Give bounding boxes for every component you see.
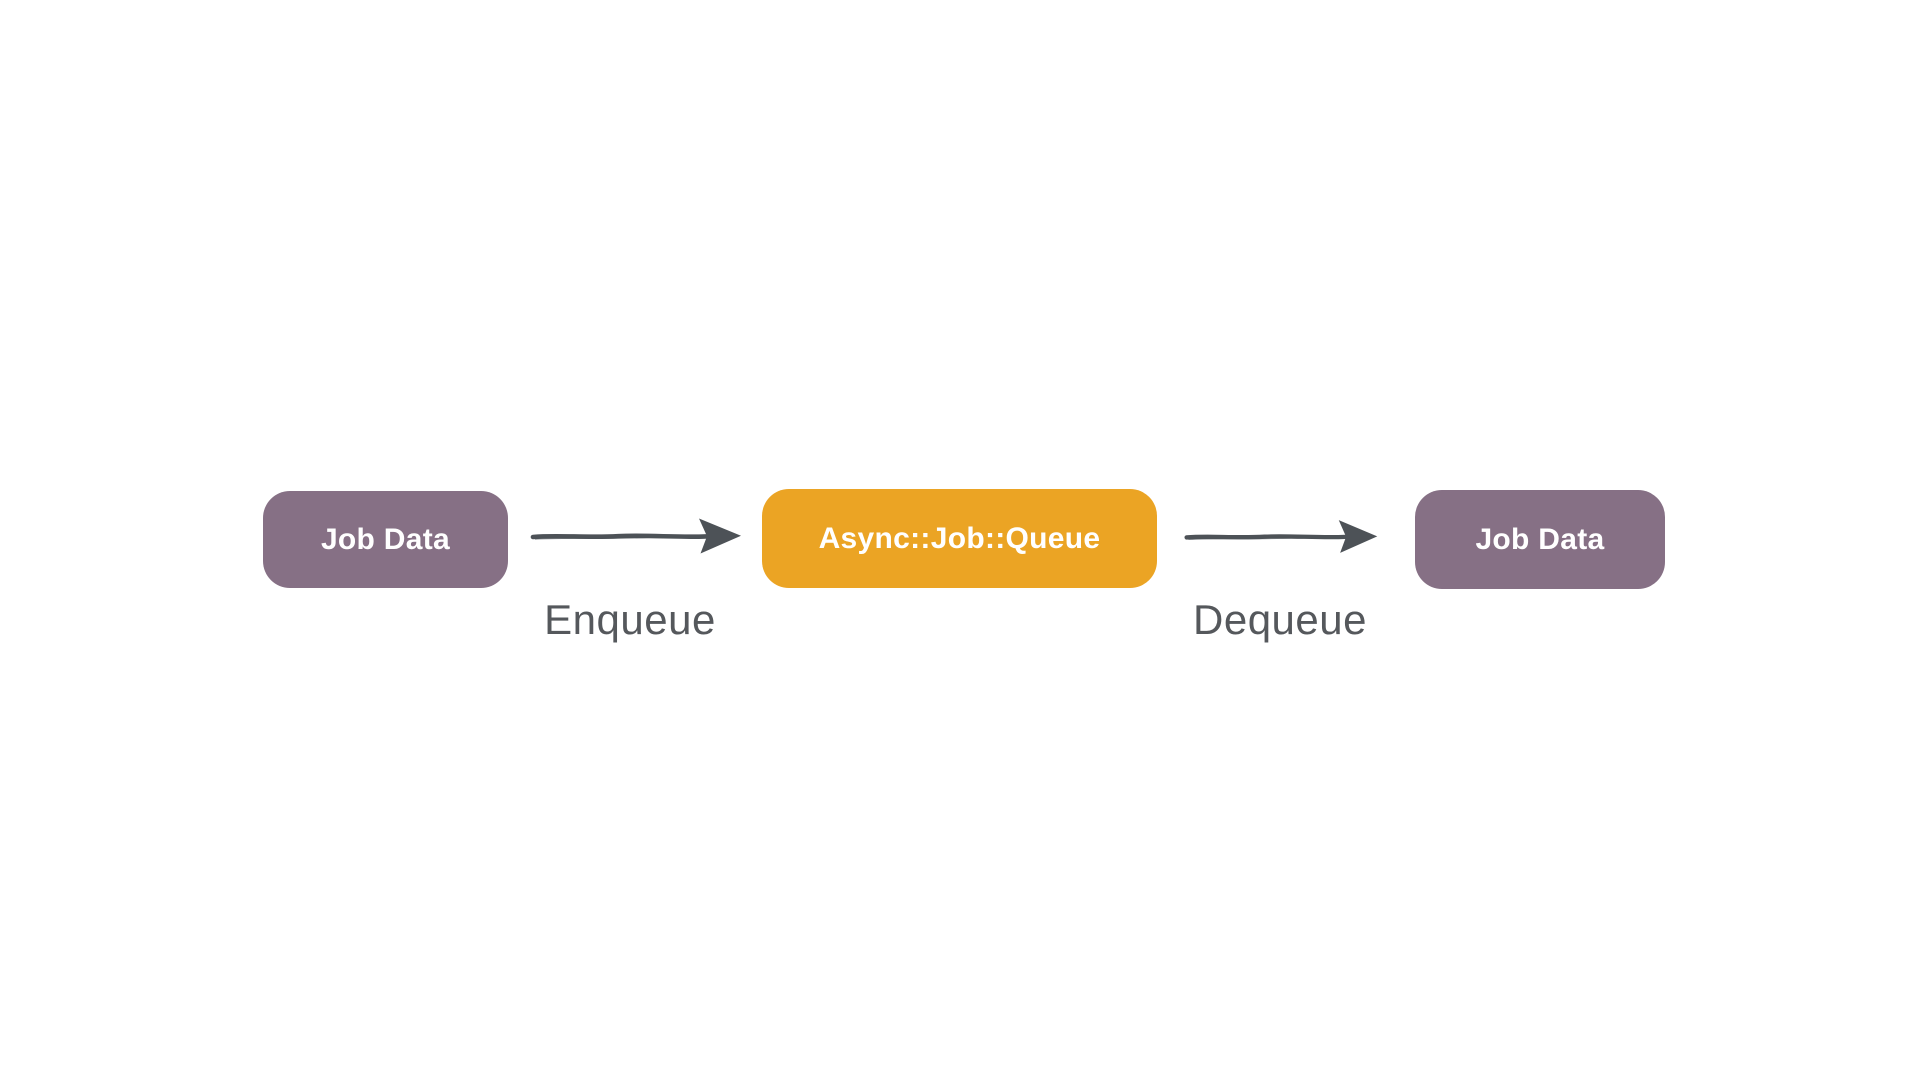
dequeue-arrow-icon: [1184, 520, 1378, 553]
node-label: Async::Job::Queue: [818, 521, 1101, 555]
node-job-data-destination: Job Data: [1415, 490, 1665, 589]
node-job-data-source: Job Data: [263, 491, 508, 588]
node-label: Job Data: [320, 522, 451, 556]
enqueue-label: Enqueue: [544, 596, 716, 643]
enqueue-arrow-icon: [530, 518, 741, 554]
node-async-job-queue: Async::Job::Queue: [762, 489, 1157, 588]
dequeue-label: Dequeue: [1193, 596, 1367, 643]
node-label: Job Data: [1475, 522, 1605, 556]
